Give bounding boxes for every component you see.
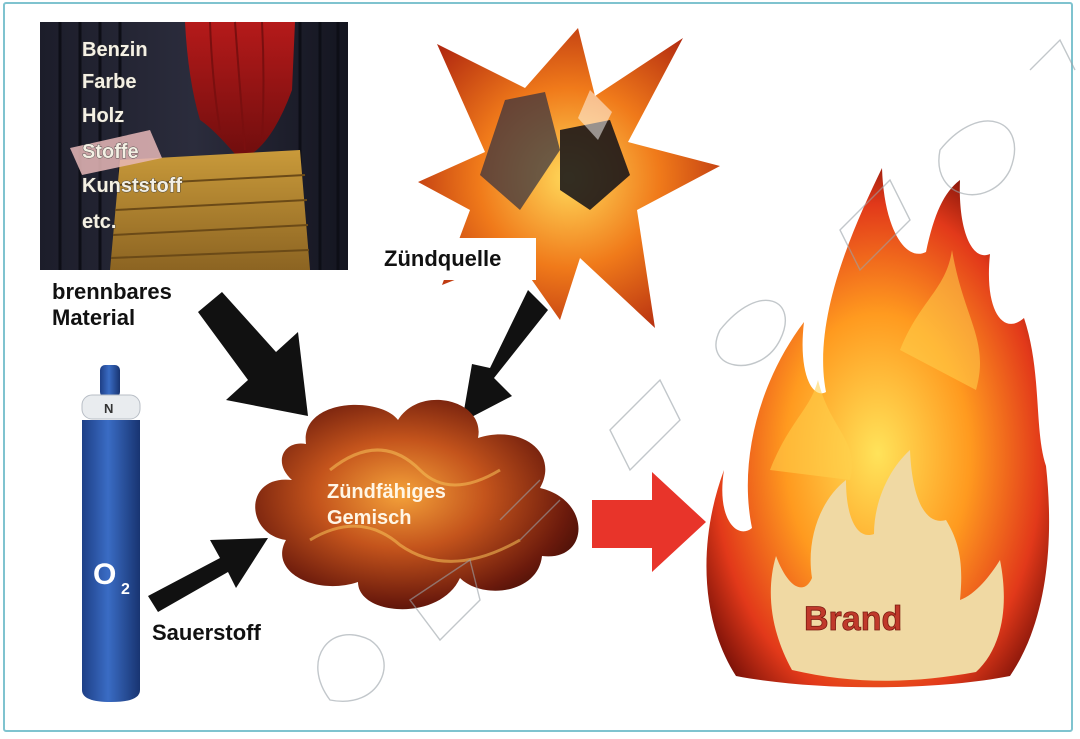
inner-flame [770,450,1004,681]
curtain-folds [58,22,340,270]
material-item: Stoffe [82,141,139,163]
diagram-frame [3,2,1073,732]
cylinder-symbol: O [93,558,116,591]
material-item: Benzin [82,39,148,61]
mixture-line1: Zündfähiges [327,481,446,503]
curtain-pleats [209,21,265,151]
mixture-swirls [309,448,521,563]
flame-cloud [255,399,579,610]
arrow-ignition-to-mixture [462,290,548,422]
watermark-diagonal [317,38,1076,702]
ignition-label: Zündquelle [384,246,501,271]
seat-lines [110,174,310,259]
big-flame-icon [706,168,1050,688]
material-item: etc. [82,211,116,233]
material-item: Kunststoff [82,175,182,197]
fire-label: Brand [804,600,902,638]
svg-text:N: N [104,401,113,416]
ignition-label-bg [370,238,536,280]
material-caption-line2: Material [52,305,135,330]
oxygen-cylinder-icon: N O 2 [81,365,141,702]
cylinder-subscript: 2 [121,581,130,598]
arrow-material-to-mixture [198,292,308,416]
material-item: Holz [82,105,124,127]
arrow-mixture-to-fire [592,472,706,572]
material-item: Farbe [82,71,136,93]
stage-photo: Benzin Farbe Holz Stoffe Kunststoff etc. [40,21,348,270]
oxygen-label: Sauerstoff [152,620,261,645]
material-caption-line1: brennbares [52,279,172,304]
seat-rows [110,150,310,270]
arrow-oxygen-to-mixture [148,538,268,612]
fabric-swatch [70,130,162,175]
explosion-icon [418,28,720,328]
mixture-line2: Gemisch [327,507,411,529]
